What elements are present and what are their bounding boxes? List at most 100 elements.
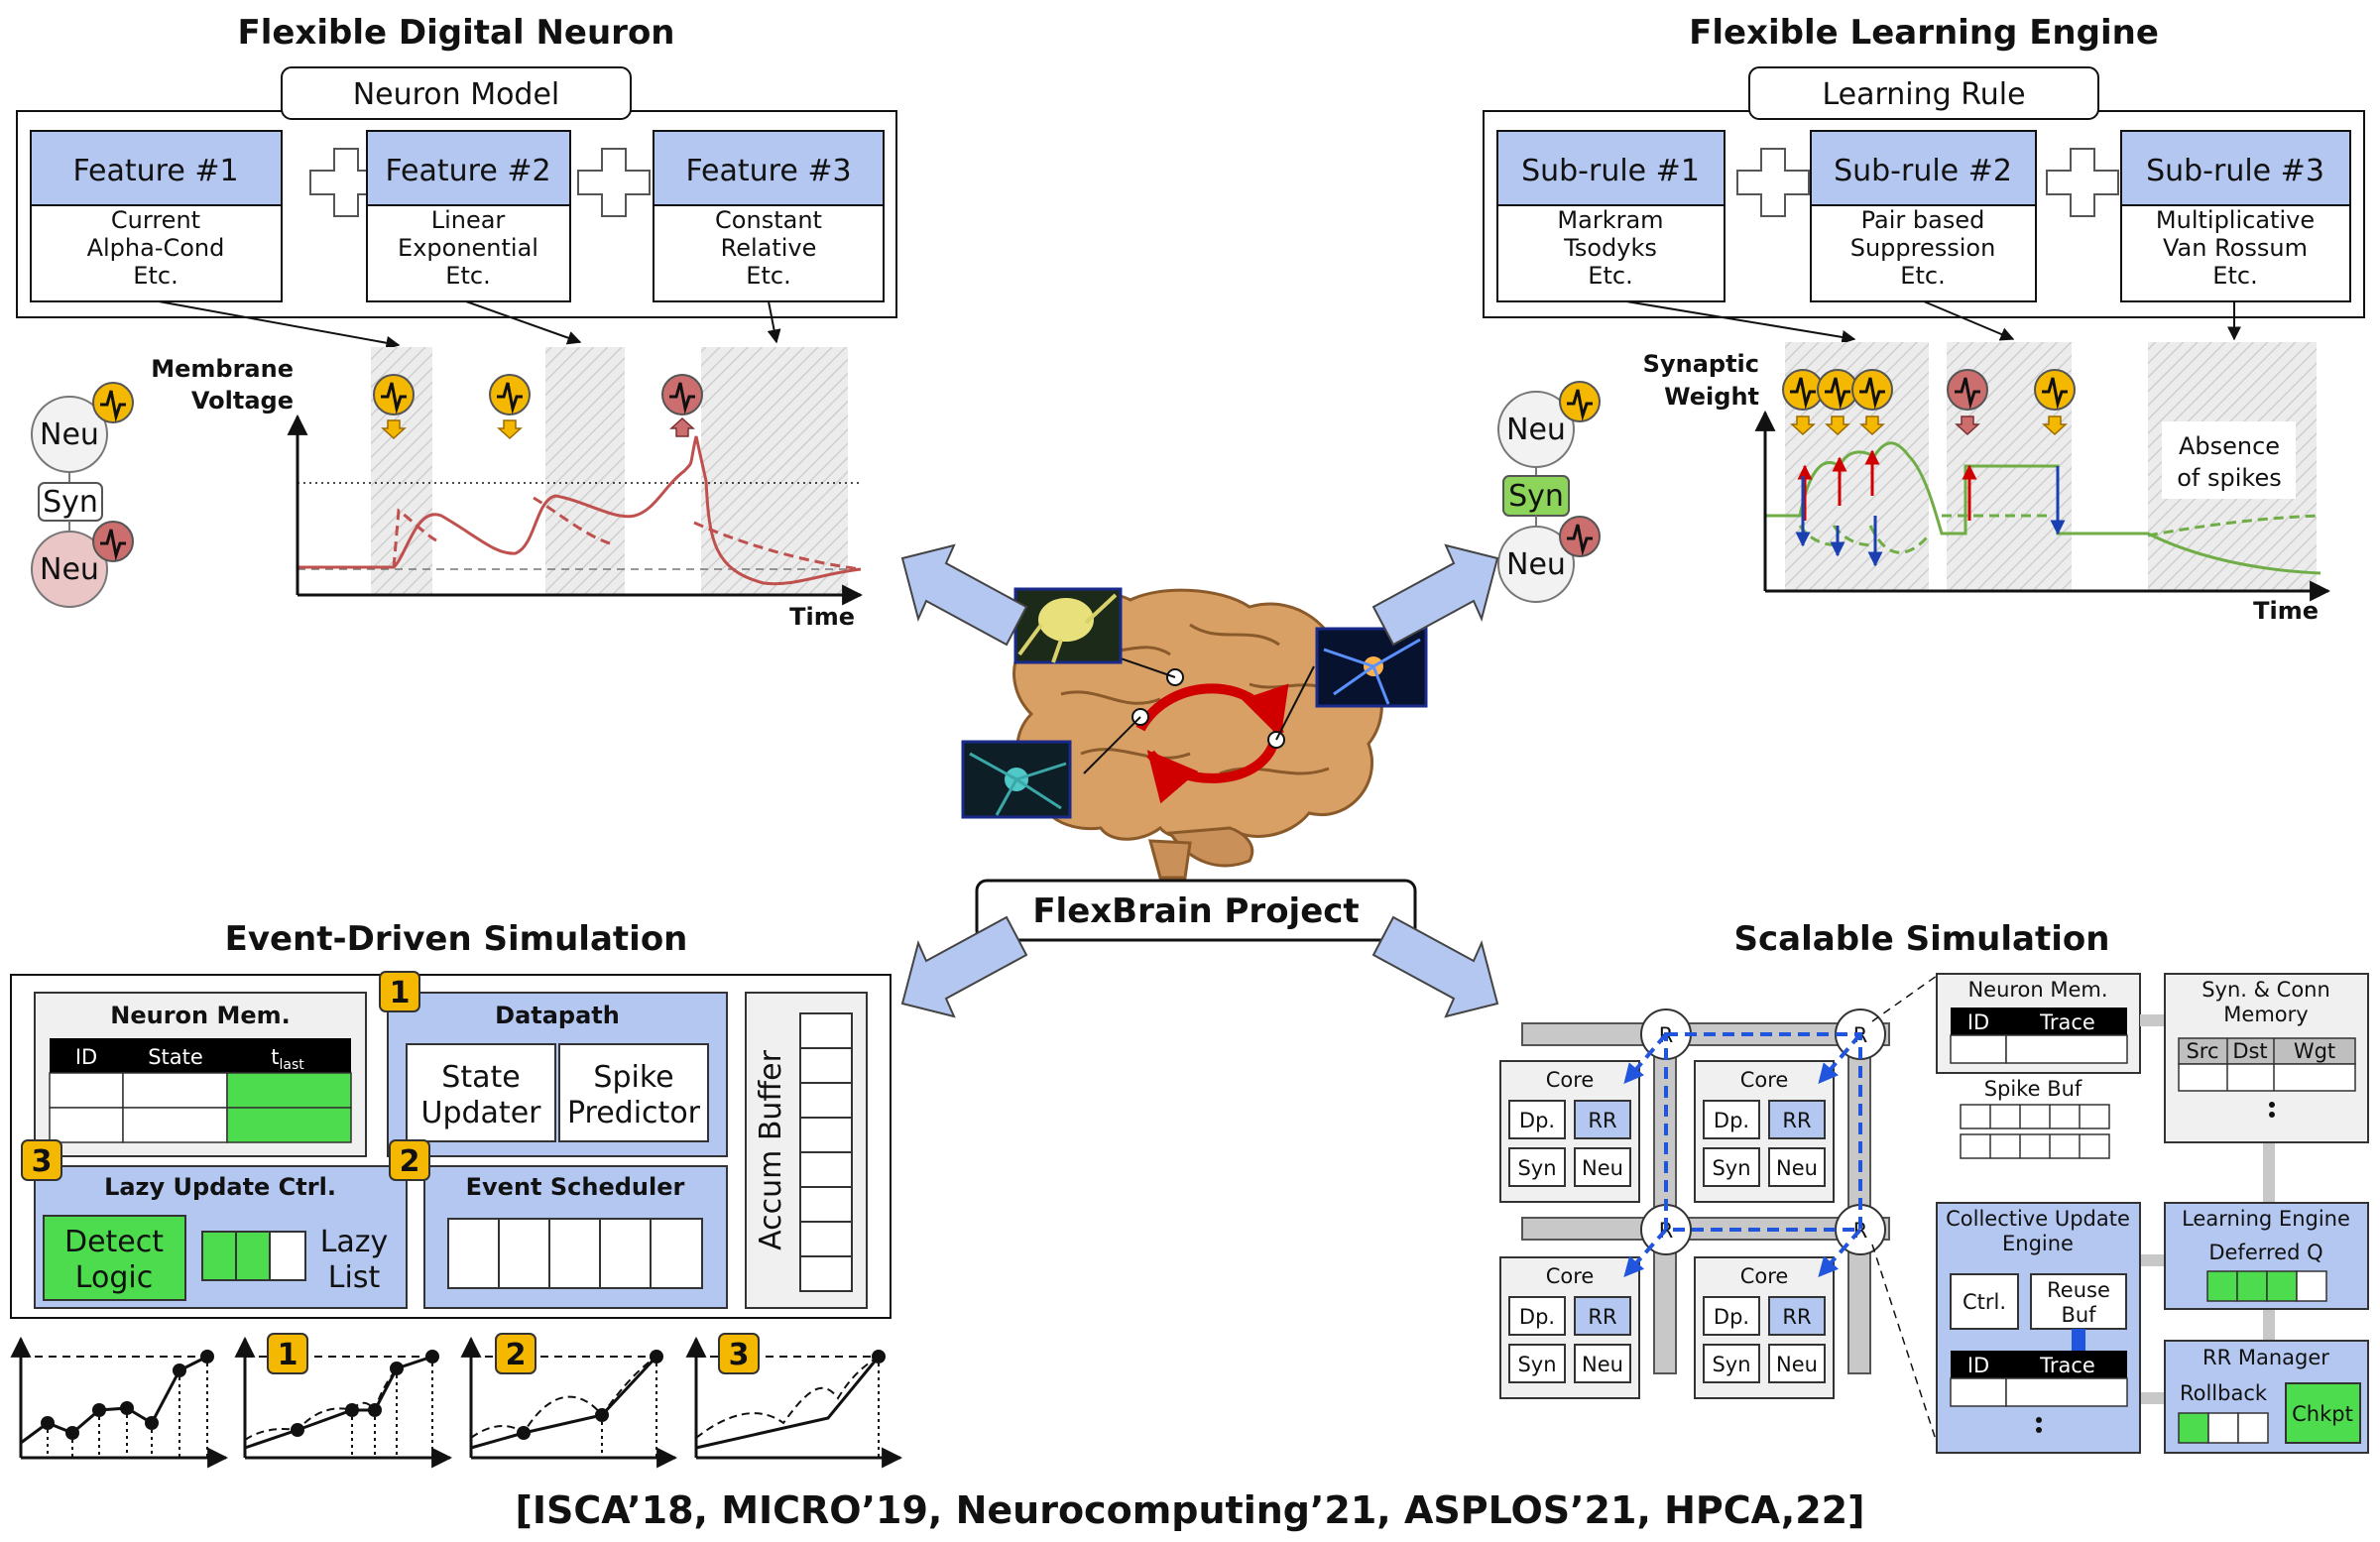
dp-label: Dp. [1519, 1305, 1555, 1329]
shaded-region [701, 347, 848, 595]
core-block: Core Dp. RR Syn Neu [1694, 1256, 1835, 1399]
core-label: Core [1740, 1068, 1789, 1092]
badge-label: 2 [506, 1338, 527, 1372]
subrule-1-line-2: Tsodyks [1563, 234, 1657, 262]
arrow-down-right-icon [1371, 915, 1499, 1018]
event-scheduler-label: Event Scheduler [466, 1173, 685, 1201]
voltage-curve [298, 435, 862, 586]
neuron-photo [961, 740, 1072, 819]
ctrl-label: Ctrl. [1963, 1290, 2006, 1314]
syn-label: Syn [1712, 1156, 1750, 1180]
spike-predictor-line-1: Spike [593, 1060, 673, 1095]
dst-label: Dst [2232, 1039, 2267, 1063]
subrule-3-line-1: Multiplicative [2156, 206, 2315, 234]
spike-icon [1558, 380, 1602, 423]
feature-1-name: Feature #1 [72, 154, 238, 188]
learning-rule-label-box [1748, 66, 2099, 120]
neu-label: Neu [40, 552, 99, 587]
rr-label: RR [1588, 1305, 1616, 1329]
datapath-block: Datapath State Updater Spike Predictor [387, 992, 728, 1157]
core-label: Core [1546, 1068, 1595, 1092]
deferred-q-label: Deferred Q [2208, 1241, 2322, 1264]
dp-label: Dp. [1714, 1109, 1749, 1132]
pointer-arrow [767, 300, 781, 344]
state-updater-line-2: Updater [421, 1096, 542, 1130]
event-title: Event-Driven Simulation [225, 919, 688, 959]
arrow-up-right-icon [1371, 543, 1499, 647]
badge-label: 3 [32, 1144, 53, 1179]
subrule-2-line-3: Etc. [1900, 262, 1945, 290]
lazy-update-block: Lazy Update Ctrl. Detect Logic Lazy List [34, 1165, 408, 1309]
badge-label: 2 [400, 1144, 420, 1179]
mini-plot: 2 [460, 1333, 678, 1469]
neuron-model-label: Neuron Model [353, 77, 560, 112]
spike-icon [1850, 368, 1894, 412]
feature-1-line-2: Alpha-Cond [87, 234, 225, 262]
feature-3-name: Feature #3 [685, 154, 851, 188]
arrow-up-left-icon [900, 543, 1028, 647]
feature-2-line-3: Etc. [445, 262, 490, 290]
detail-learning-engine: Learning Engine Deferred Q [2164, 1202, 2369, 1310]
rr-manager-label: RR Manager [2202, 1346, 2329, 1369]
membrane-ylabel-1: Membrane [151, 355, 294, 383]
absence-label-1: Absence [2179, 432, 2280, 460]
rr-label: RR [1782, 1305, 1811, 1329]
accum-buffer-label: Accum Buffer [754, 1049, 788, 1249]
core-label: Core [1546, 1264, 1595, 1288]
col-state: State [148, 1045, 203, 1069]
core-block: Core Dp. RR Syn Neu [1694, 1060, 1835, 1203]
subrule-3-line-2: Van Rossum [2163, 234, 2308, 262]
core-label: Core [1740, 1264, 1789, 1288]
plus-icon [1736, 148, 1810, 217]
detail-collective-update: Collective Update Engine Ctrl. Reuse Buf… [1936, 1202, 2141, 1454]
syn-conn-label-1: Syn. & Conn [2202, 978, 2330, 1002]
arrow-up-icon [670, 417, 694, 437]
reuse-buf-label-1: Reuse [2047, 1278, 2110, 1302]
neuron-photo [1013, 587, 1123, 664]
detail-syn-conn: Syn. & Conn Memory Src Dst Wgt [2164, 973, 2369, 1143]
references: [ISCA’18, MICRO’19, Neurocomputing’21, A… [516, 1488, 1865, 1532]
feature-3-line-1: Constant [715, 206, 822, 234]
absence-label-2: of spikes [2177, 464, 2281, 492]
detect-logic-line-1: Detect [64, 1225, 164, 1259]
neu-label: Neu [40, 417, 99, 452]
neu-label: Neu [1776, 1156, 1818, 1180]
feature-3: Feature #3 Constant Relative Etc. [653, 130, 885, 302]
neuron-node [31, 531, 108, 608]
feature-1-line-1: Current [111, 206, 200, 234]
weight-ylabel-1: Synaptic [1643, 350, 1759, 378]
neu-label: Neu [1776, 1353, 1818, 1376]
badge-label: 1 [390, 976, 411, 1010]
detail-rr-manager: RR Manager Rollback Chkpt [2164, 1340, 2369, 1454]
src-label: Src [2186, 1039, 2218, 1063]
core-block: Core Dp. RR Syn Neu [1499, 1256, 1640, 1399]
syn-label: Syn [1712, 1353, 1750, 1376]
lazy-ctrl-label: Lazy Update Ctrl. [104, 1173, 336, 1201]
state-updater-line-1: State [441, 1060, 520, 1095]
subrule-1: Sub-rule #1 Markram Tsodyks Etc. [1496, 130, 1726, 302]
spike-buf-label: Spike Buf [1984, 1077, 2082, 1101]
feature-2-line-2: Exponential [398, 234, 538, 262]
membrane-xlabel: Time [789, 603, 855, 631]
badge: 1 [379, 971, 420, 1012]
neu-label: Neu [1506, 547, 1566, 582]
plus-icon [2046, 148, 2119, 217]
neuron-model-label-box [281, 66, 632, 120]
detect-logic-line-2: Logic [75, 1260, 153, 1295]
lazy-list-line-1: Lazy [320, 1225, 389, 1259]
dp-label: Dp. [1519, 1109, 1555, 1132]
arrow-down-icon [498, 419, 522, 439]
plus-icon [577, 148, 651, 217]
spike-icon [1558, 515, 1602, 558]
feature-2-name: Feature #2 [385, 154, 550, 188]
feature-1: Feature #1 Current Alpha-Cond Etc. [30, 130, 283, 302]
col-id: ID [75, 1045, 97, 1069]
spike-icon [372, 373, 416, 416]
syn-label: Syn [1517, 1156, 1556, 1180]
syn-label: Syn [43, 485, 98, 520]
datapath-label: Datapath [495, 1002, 620, 1029]
scalable-title: Scalable Simulation [1734, 919, 2110, 959]
learning-rule-label: Learning Rule [1822, 77, 2025, 112]
trace-label: Trace [2039, 1010, 2095, 1034]
